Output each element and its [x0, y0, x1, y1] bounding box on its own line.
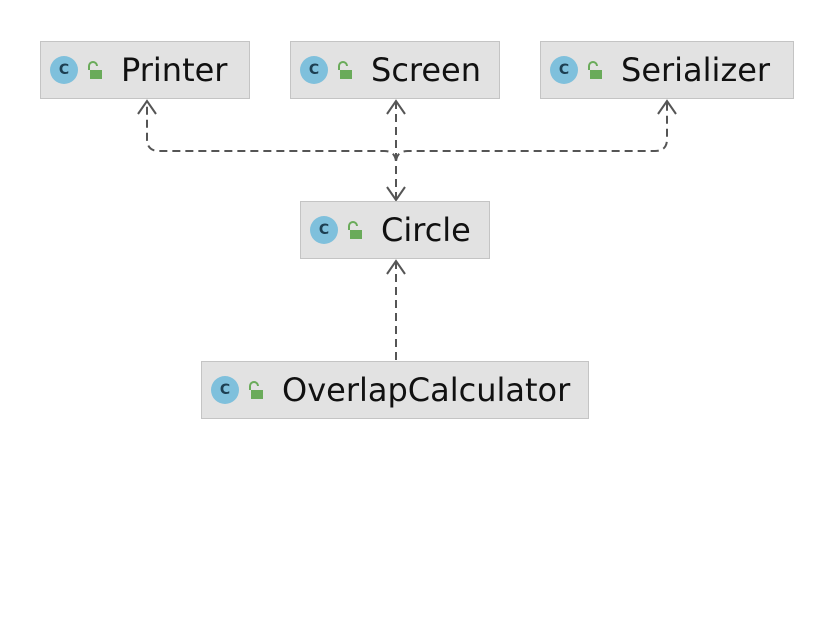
arrowhead-serializer	[657, 99, 677, 115]
unlocked-padlock-icon	[348, 221, 362, 239]
class-node-circle[interactable]: C Circle	[300, 201, 490, 259]
class-node-serializer[interactable]: C Serializer	[540, 41, 794, 99]
class-icon: C	[50, 56, 78, 84]
class-icon: C	[211, 376, 239, 404]
class-node-printer[interactable]: C Printer	[40, 41, 250, 99]
class-name-label: Circle	[381, 211, 471, 249]
arrowhead-circle	[386, 259, 406, 275]
class-icon: C	[310, 216, 338, 244]
arrowhead-circle-top	[386, 186, 406, 202]
class-name-label: OverlapCalculator	[282, 371, 571, 409]
class-name-label: Printer	[121, 51, 228, 89]
class-name-label: Serializer	[621, 51, 771, 89]
edge-circle-to-printer	[146, 101, 397, 200]
class-icon: C	[300, 56, 328, 84]
arrowhead-printer	[137, 99, 157, 115]
arrowhead-screen	[386, 99, 406, 115]
class-name-label: Screen	[371, 51, 482, 89]
edge-circle-to-serializer	[395, 101, 668, 200]
unlocked-padlock-icon	[588, 61, 602, 79]
unlocked-padlock-icon	[88, 61, 102, 79]
unlocked-padlock-icon	[249, 381, 263, 399]
class-icon: C	[550, 56, 578, 84]
unlocked-padlock-icon	[338, 61, 352, 79]
class-node-overlap-calculator[interactable]: C OverlapCalculator	[201, 361, 589, 419]
class-node-screen[interactable]: C Screen	[290, 41, 500, 99]
